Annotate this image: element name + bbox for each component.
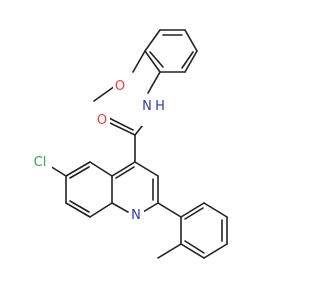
bond xyxy=(147,71,161,94)
bond xyxy=(203,243,228,259)
bond xyxy=(184,29,198,52)
bond xyxy=(49,165,67,177)
bond xyxy=(93,85,116,102)
bond xyxy=(180,202,205,218)
bond xyxy=(184,207,204,220)
bond xyxy=(157,243,182,259)
bond xyxy=(132,50,146,73)
oxygen-label-methoxy: O xyxy=(115,79,125,94)
hydrogen-label-amide: H xyxy=(155,99,165,114)
bond xyxy=(184,240,205,254)
bond xyxy=(65,161,91,177)
bond xyxy=(203,202,228,218)
bonds xyxy=(49,29,228,259)
bond xyxy=(89,161,113,177)
bond xyxy=(111,202,129,213)
bond xyxy=(89,202,113,218)
bond xyxy=(108,117,134,131)
oxygen-label-carbonyl: O xyxy=(97,113,107,128)
molecule-canvas: O O N H N Cl xyxy=(30,29,228,259)
bond xyxy=(142,202,159,213)
bond xyxy=(144,29,161,52)
chlorine-label: Cl xyxy=(34,155,47,170)
atom-labels: O O N H N Cl xyxy=(30,78,166,223)
bond xyxy=(149,51,164,68)
bond xyxy=(181,51,194,69)
bond xyxy=(184,50,198,73)
bond xyxy=(69,166,90,179)
bond xyxy=(134,161,159,177)
bond xyxy=(65,202,91,218)
structure-diagram: O O N H N Cl xyxy=(30,29,228,259)
nitrogen-label-ring: N xyxy=(131,208,141,223)
bond xyxy=(180,243,205,259)
bond xyxy=(109,122,136,136)
bond xyxy=(69,200,90,213)
bond xyxy=(157,202,182,218)
bond xyxy=(111,161,136,177)
bond xyxy=(144,50,161,73)
nitrogen-label-amide: N xyxy=(142,99,152,114)
bond xyxy=(115,166,135,179)
